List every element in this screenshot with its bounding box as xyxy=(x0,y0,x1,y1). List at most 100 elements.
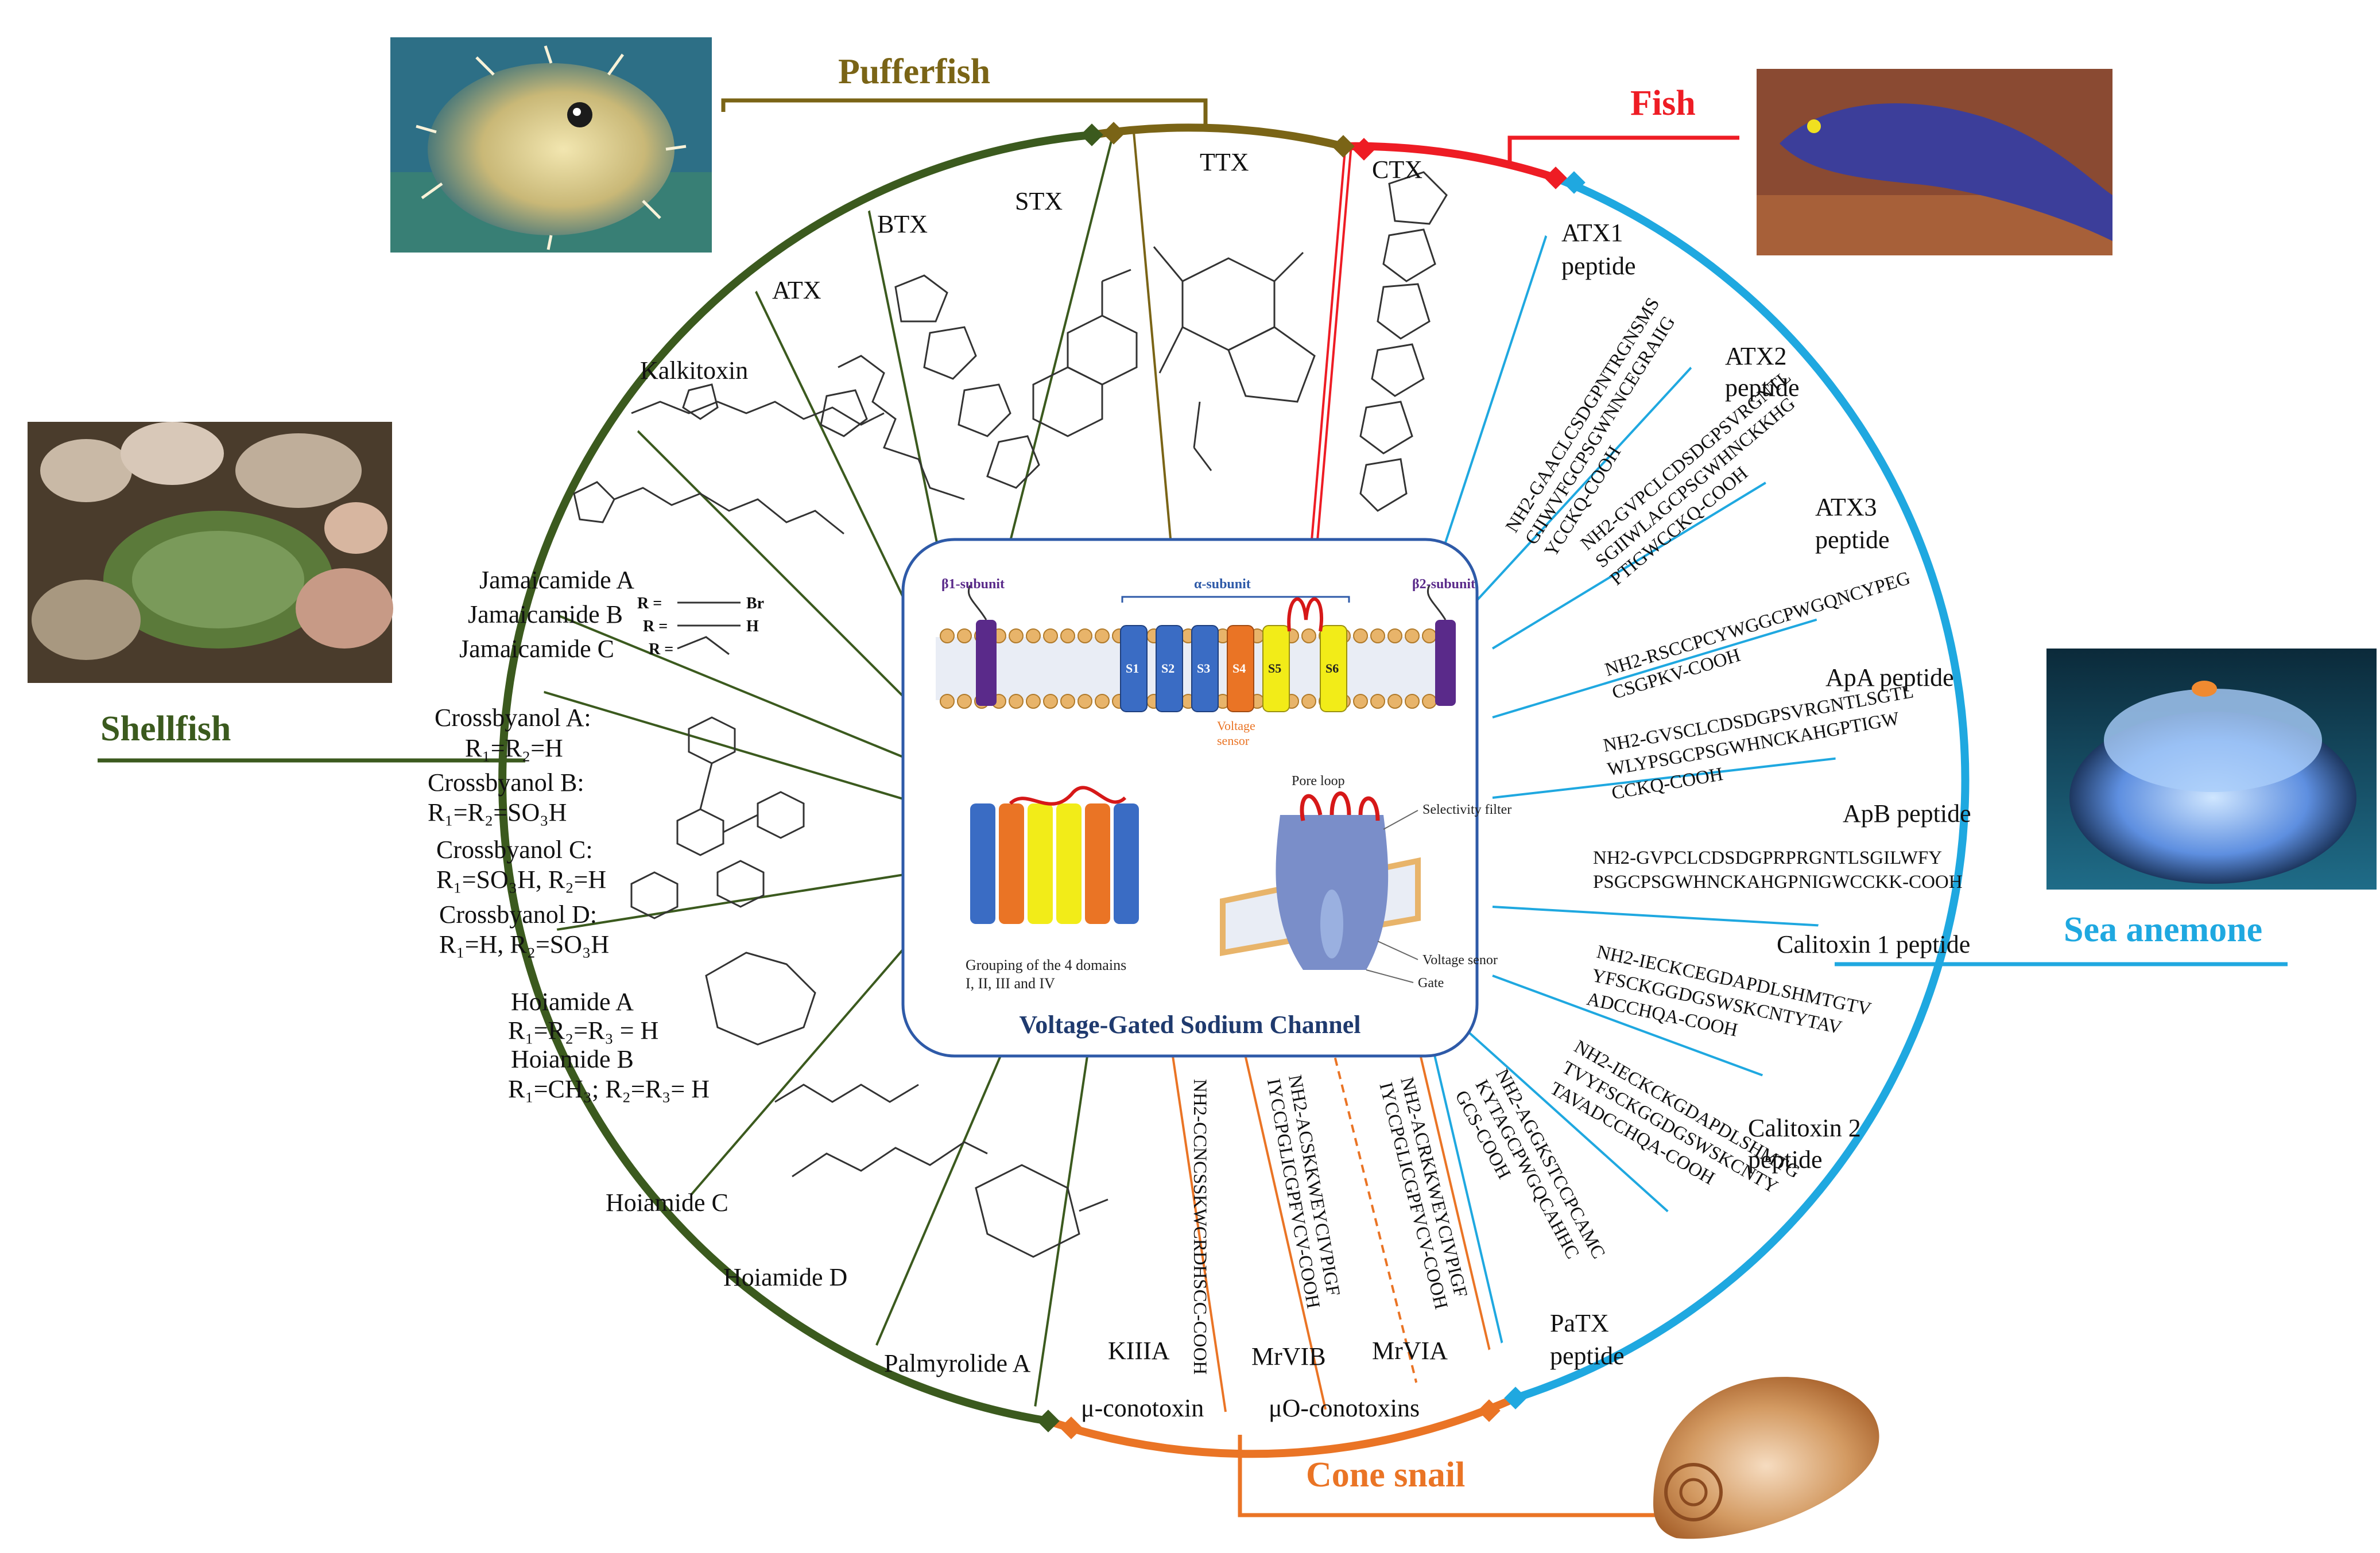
label-calitoxin2: Calitoxin 2 xyxy=(1748,1114,1861,1142)
svg-text:S4: S4 xyxy=(1232,661,1246,675)
hoiamide-structure xyxy=(705,952,988,1178)
voltage-senor-label: Voltage senor xyxy=(1422,953,1498,968)
label-apb: ApB peptide xyxy=(1843,799,1971,828)
label-calitoxin1: Calitoxin 1 peptide xyxy=(1777,930,1970,958)
jamaicamide-structure xyxy=(573,481,844,655)
grouping-caption-line2: I, II, III and IV xyxy=(966,975,1055,992)
label-atx1: ATX1 xyxy=(1561,219,1623,247)
beta2-helix xyxy=(1435,620,1456,706)
ring-arc-sea-anemone xyxy=(1514,174,1970,1402)
label-calitoxin2-sub: peptide xyxy=(1748,1146,1823,1174)
label-jamaicamide-a: Jamaicamide A xyxy=(479,566,634,594)
label-crossbyanol-d-r: R₁=H, R₂=SO₃H xyxy=(439,930,609,958)
helix-s6: S6 xyxy=(1320,625,1347,712)
label-hoiamide-a: Hoiamide A xyxy=(511,988,634,1016)
domain-grouping-illustration xyxy=(970,786,1139,924)
label-hoiamide-b: Hoiamide B xyxy=(511,1045,634,1073)
helix-s1: S1 xyxy=(1120,625,1148,712)
center-title: Voltage-Gated Sodium Channel xyxy=(1020,1011,1361,1039)
source-cone-snail: Cone snail xyxy=(1238,1435,1665,1517)
toxin-labels: TTX CTX STX BTX ATX Kalkitoxin Jamaicami… xyxy=(428,148,1448,1422)
ring-arc-pufferfish xyxy=(1091,123,1344,150)
svg-text:R =: R = xyxy=(649,640,673,658)
seq-apb: NH2-GVPCLCDSDGPRPRGNTLSGILWFY PSGCPSGWHN… xyxy=(1593,848,1963,892)
svg-text:S3: S3 xyxy=(1197,661,1210,675)
label-crossbyanol-a-r: R₁=R₂=H xyxy=(465,734,563,762)
label-crossbyanol-b-r: R₁=R₂=SO₃H xyxy=(428,798,567,826)
peptide-labels: ATX1 peptide ATX2 peptide ATX3 peptide A… xyxy=(1550,219,1971,1370)
beta1-label: β1-subunit xyxy=(941,577,1005,592)
helix-s2: S2 xyxy=(1156,625,1183,712)
gate-label: Gate xyxy=(1418,976,1444,991)
kalkitoxin-structure xyxy=(631,383,885,426)
voltage-sensor-line2: sensor xyxy=(1217,733,1250,748)
jamaicamide-r-groups: R = Br R = H R = xyxy=(637,595,764,658)
ttx-structure xyxy=(1153,246,1316,471)
beta2-label: β2-subunit xyxy=(1412,577,1475,592)
helix-s4: S4 xyxy=(1227,625,1254,712)
btx-structure xyxy=(894,274,1040,489)
source-shellfish: Shellfish xyxy=(98,709,525,763)
label-jamaicamide-b: Jamaicamide B xyxy=(468,600,623,628)
seq-calitoxin1: NH2-IECKCEGDAPDLSHMTGTV YFSCKGGDGSWSKCNT… xyxy=(1585,942,1877,1068)
beta1-helix xyxy=(976,620,997,706)
stx-structure xyxy=(1032,269,1138,437)
selectivity-filter-label: Selectivity filter xyxy=(1422,802,1511,817)
palmyrolide-structure xyxy=(975,1164,1108,1258)
label-kiiia: KIIIA xyxy=(1108,1337,1170,1365)
ring-arc-cone-snail xyxy=(1046,1394,1517,1458)
svg-text:S6: S6 xyxy=(1325,661,1339,675)
label-mrvia: MrVIA xyxy=(1372,1337,1448,1365)
label-hoiamide-d: Hoiamide D xyxy=(723,1263,847,1291)
chemical-structures xyxy=(573,171,1448,1258)
label-patx-sub: peptide xyxy=(1550,1342,1625,1370)
label-hoiamide-a-r: R₁=R₂=R₃ = H xyxy=(508,1016,658,1045)
label-ctx: CTX xyxy=(1372,156,1422,184)
label-jamaicamide-c: Jamaicamide C xyxy=(459,635,614,663)
source-label-sea-anemone: Sea anemone xyxy=(2064,910,2262,949)
label-atx2: ATX2 xyxy=(1725,342,1787,370)
shellfish-photo xyxy=(28,422,393,683)
label-palmyrolide-a: Palmyrolide A xyxy=(884,1349,1031,1377)
label-atx1-sub: peptide xyxy=(1561,252,1636,280)
helix-s3: S3 xyxy=(1191,625,1219,712)
label-hoiamide-c: Hoiamide C xyxy=(606,1189,728,1217)
label-atx: ATX xyxy=(772,276,821,304)
seq-kiiia: NH2-CCNCSSKWCRDHSCC-COOH xyxy=(1189,1079,1210,1375)
crossbyanol-structure xyxy=(630,716,805,919)
svg-text:H: H xyxy=(746,618,759,635)
label-crossbyanol-d: Crossbyanol D: xyxy=(439,900,597,929)
moray-eel-photo xyxy=(1757,69,2112,255)
label-crossbyanol-b: Crossbyanol B: xyxy=(428,768,584,797)
alpha-label: α-subunit xyxy=(1194,577,1251,592)
label-btx: BTX xyxy=(877,210,928,238)
svg-text:R =: R = xyxy=(643,618,668,635)
grouping-caption-line1: Grouping of the 4 domains xyxy=(966,957,1126,973)
label-atx3-sub: peptide xyxy=(1815,526,1890,554)
voltage-sensor-line1: Voltage xyxy=(1217,719,1255,733)
pore-loop-top xyxy=(1287,597,1324,632)
label-crossbyanol-a: Crossbyanol A: xyxy=(435,704,591,732)
svg-text:R =: R = xyxy=(637,595,662,612)
source-fish: Fish xyxy=(1507,84,1739,164)
source-sea-anemone: Sea anemone xyxy=(1835,910,2288,966)
svg-text:S1: S1 xyxy=(1126,661,1139,675)
atx-structure xyxy=(820,355,965,500)
source-label-cone-snail: Cone snail xyxy=(1306,1455,1465,1494)
source-label-pufferfish: Pufferfish xyxy=(838,52,990,91)
sea-anemone-photo xyxy=(2046,649,2377,890)
source-label-shellfish: Shellfish xyxy=(100,709,231,748)
pore-loop-label: Pore loop xyxy=(1292,774,1345,789)
label-stx: STX xyxy=(1015,187,1063,215)
label-hoiamide-b-r: R₁=CH₃; R₂=R₃= H xyxy=(508,1075,710,1103)
seq-apa: NH2-GVSCLCDSDGPSVRGNTLSGTL WLYPSGCPSGWHN… xyxy=(1602,681,1928,804)
source-label-fish: Fish xyxy=(1630,84,1696,123)
label-kalkitoxin: Kalkitoxin xyxy=(640,356,748,385)
svg-text:S5: S5 xyxy=(1268,661,1281,675)
svg-text:Br: Br xyxy=(746,595,764,612)
pufferfish-photo xyxy=(390,37,712,253)
ctx-structure xyxy=(1359,171,1448,512)
pore-cross-section-illustration xyxy=(1220,791,1421,970)
cone-snail-photo xyxy=(1653,1377,1879,1539)
